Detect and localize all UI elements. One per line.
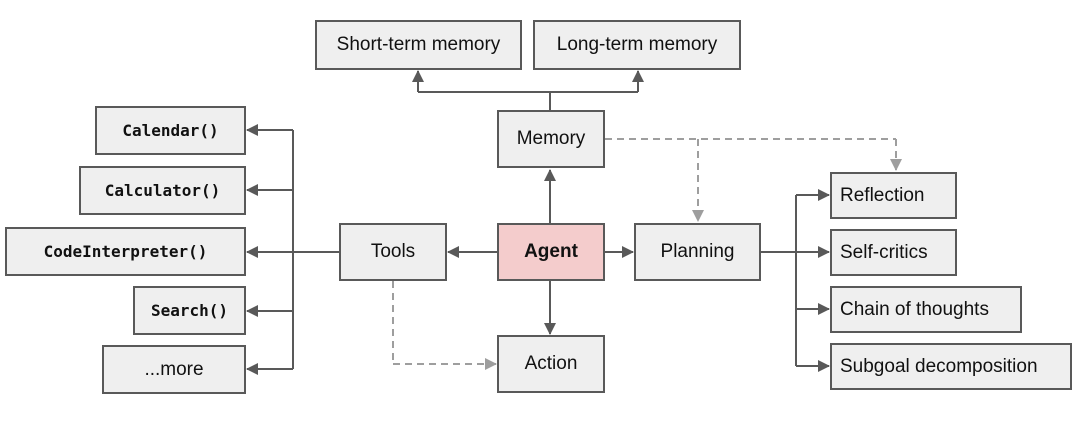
planning-self-critics-box: Self-critics: [830, 229, 957, 276]
tool-code-interpreter-box: CodeInterpreter(): [5, 227, 246, 276]
memory-to-memory-types-connector: [412, 70, 644, 110]
short-term-memory-box: Short-term memory: [315, 20, 522, 70]
planning-chain-of-thoughts-box: Chain of thoughts: [830, 286, 1022, 333]
tool-search-box: Search(): [133, 286, 246, 335]
action-box: Action: [497, 335, 605, 393]
tools-box: Tools: [339, 223, 447, 281]
planning-reflection-box: Reflection: [830, 172, 957, 219]
tools-to-tool-items-connector: [246, 124, 339, 375]
planning-to-planning-items-connector: [761, 189, 830, 372]
tool-calculator-box: Calculator(): [79, 166, 246, 215]
tool-calendar-box: Calendar(): [95, 106, 246, 155]
planning-subgoal-decomposition-box: Subgoal decomposition: [830, 343, 1072, 390]
tool-more-box: ...more: [102, 345, 246, 394]
agent-box: Agent: [497, 223, 605, 281]
long-term-memory-box: Long-term memory: [533, 20, 741, 70]
tools-to-action-dashed-connector: [392, 281, 497, 370]
memory-to-planning-dashed-connector: [605, 138, 902, 222]
memory-box: Memory: [497, 110, 605, 168]
planning-box: Planning: [634, 223, 761, 281]
